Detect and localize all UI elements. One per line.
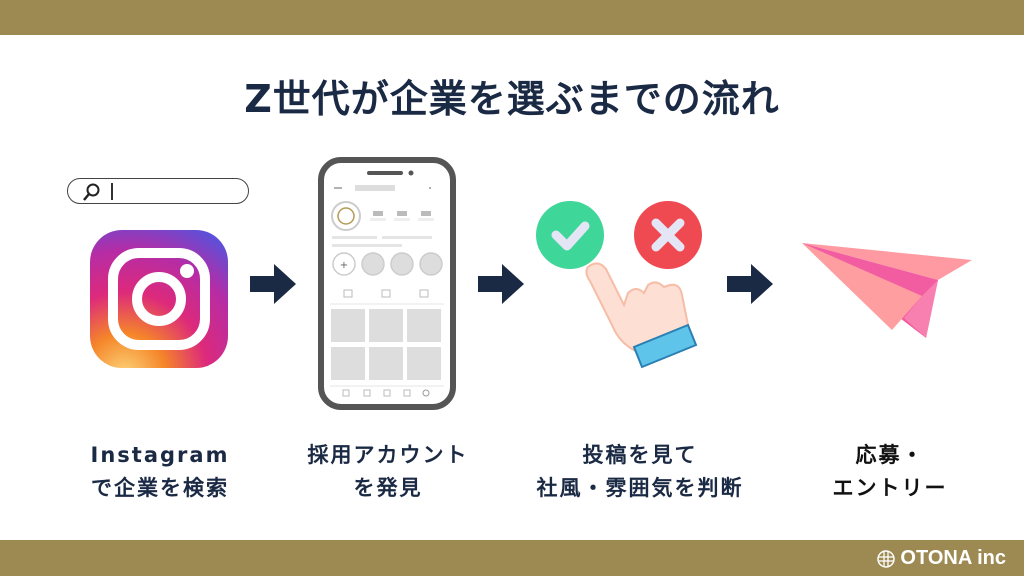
- step-1-label: Instagram で企業を検索: [50, 439, 270, 505]
- svg-text:+: +: [340, 260, 348, 271]
- step-2-label: 採用アカウント を発見: [278, 439, 498, 505]
- step-1-line1: Instagram: [90, 443, 230, 467]
- otona-logo-icon: [877, 549, 896, 568]
- step-2-line2: を発見: [353, 476, 423, 500]
- text-caret: [111, 183, 113, 200]
- paper-plane-icon: [802, 243, 972, 338]
- arrow-right-icon: [250, 264, 296, 304]
- instagram-icon: [90, 230, 228, 368]
- page-title: Z世代が企業を選ぶまでの流れ: [244, 77, 780, 121]
- step-4-line2: エントリー: [832, 476, 948, 500]
- step-3-line2: 社風・雰囲気を判断: [536, 476, 744, 500]
- choice-hand-icon: [536, 201, 702, 369]
- search-bar: [67, 178, 249, 204]
- step-3-line1: 投稿を見て: [582, 443, 698, 467]
- step-4-line1: 応募・: [855, 443, 925, 467]
- step-2-line1: 採用アカウント: [307, 443, 469, 467]
- brand-logo: OTONA inc: [876, 547, 1006, 570]
- step-3-label: 投稿を見て 社風・雰囲気を判断: [510, 439, 770, 505]
- step-1-line2: で企業を検索: [91, 476, 229, 500]
- bottom-bar: OTONA inc: [0, 540, 1024, 576]
- smartphone-profile-icon: +: [318, 157, 456, 410]
- search-icon: [83, 183, 100, 201]
- top-bar: [0, 0, 1024, 35]
- step-4-label: 応募・ エントリー: [790, 439, 990, 505]
- arrow-right-icon: [478, 264, 524, 304]
- brand-name: OTONA inc: [900, 547, 1006, 569]
- arrow-right-icon: [727, 264, 773, 304]
